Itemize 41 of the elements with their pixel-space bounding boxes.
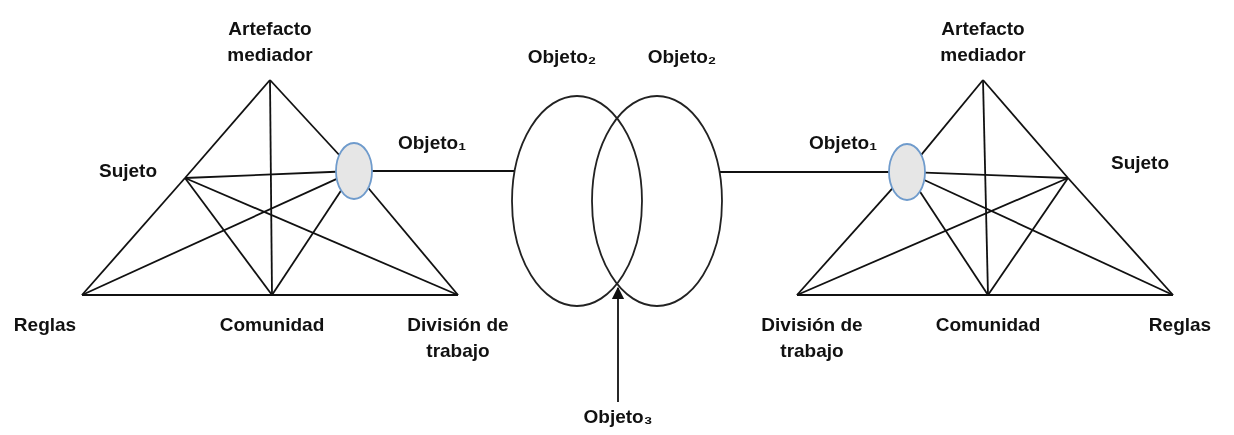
connector-line [923,179,1174,296]
connector-line [269,79,341,156]
connector-line [982,79,989,296]
connector-line [269,79,273,296]
connector-line [184,177,273,296]
connector-line [718,171,890,173]
vertex-label: Reglas [1148,312,1212,338]
vertex-label: Sujeto [98,158,158,184]
connector-line [271,189,342,296]
vertex-label: Comunidad [219,312,325,338]
connector-line [987,294,1174,296]
connector-line [184,170,337,179]
arrow [611,286,625,403]
connector-line [1067,177,1174,296]
vertex-label: Sujeto [1110,150,1170,176]
object-label: Objeto₁ [809,131,877,155]
vertex-label: Objeto₃ [583,404,653,430]
connector-line [920,79,984,156]
connector-line [982,79,1069,179]
vertex-label: Reglas [13,312,77,338]
connector-line [987,177,1069,296]
connector-line [184,177,459,296]
connector-line [924,171,1069,179]
connector-line [919,190,989,296]
connector-line [81,177,338,296]
connector-line [796,177,1069,296]
object-label: Objeto₂ [647,45,717,69]
vertex-label: División de trabajo [747,312,877,364]
object-label: Objeto₂ [527,45,597,69]
vertex-label: Comunidad [935,312,1041,338]
connector-line [184,79,271,179]
connector-line [81,177,186,296]
vertex-label: Artefacto mediador [215,16,325,68]
vertex-label: División de trabajo [393,312,523,364]
vertex-label: Artefacto mediador [928,16,1038,68]
connector-line [367,187,459,296]
connector-line [796,187,894,296]
connector-line [271,294,459,296]
connector-line [796,294,989,296]
object-label: Objeto₁ [398,131,466,155]
connector-line [81,294,273,296]
